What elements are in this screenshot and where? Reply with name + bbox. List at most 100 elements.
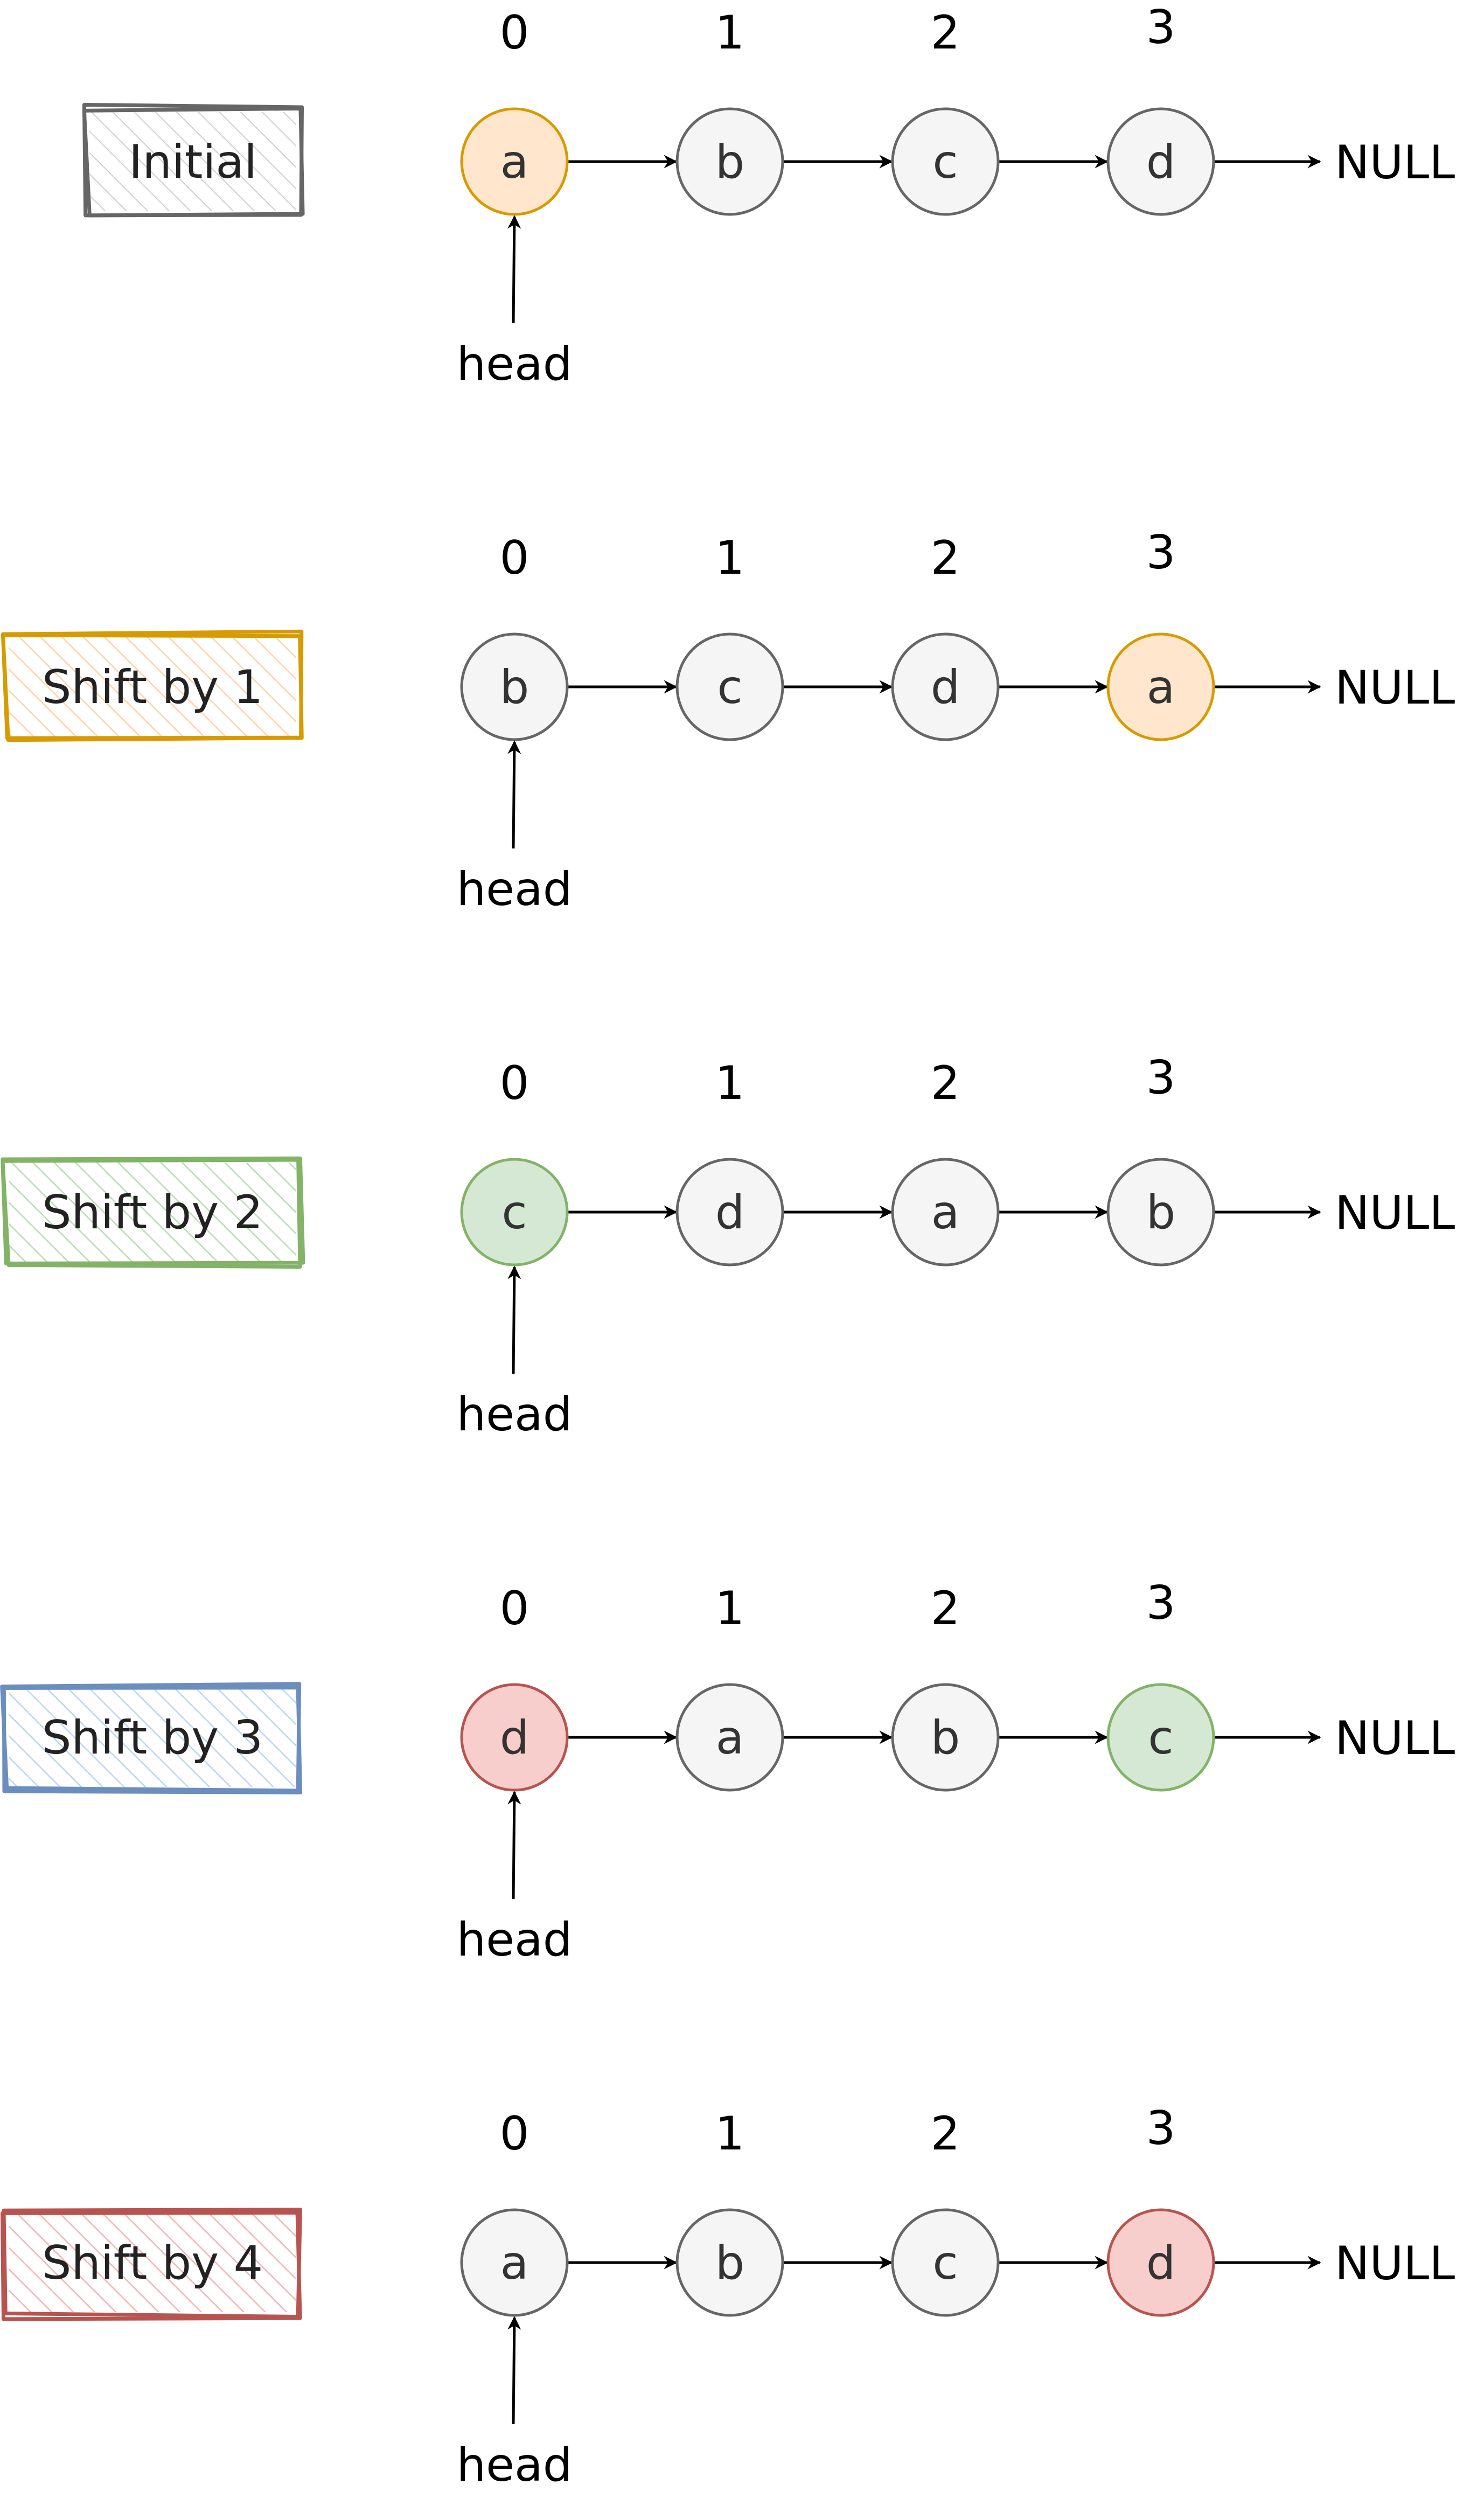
node-value: b: [500, 660, 529, 714]
index-label: 2: [931, 6, 960, 60]
node-value: d: [1146, 2236, 1176, 2290]
node-value: d: [715, 1186, 745, 1240]
node-circle: [891, 632, 1000, 741]
index-label: 3: [1146, 1, 1176, 54]
row-label-box: Initial: [82, 102, 305, 218]
node-circle: [675, 1158, 784, 1267]
node-value: c: [932, 135, 958, 189]
list-node: c: [460, 1158, 569, 1267]
list-node: c: [891, 107, 1000, 216]
node-value: a: [1147, 660, 1175, 714]
node-value: c: [932, 2236, 958, 2290]
index-label: 2: [931, 531, 960, 585]
node-circle: [675, 107, 784, 216]
row-label-box: Shift by 4: [0, 2208, 302, 2321]
row-label-box: Shift by 1: [1, 629, 304, 742]
node-value: a: [500, 135, 529, 189]
list-node: a: [460, 2208, 569, 2317]
row-label-box: Shift by 2: [1, 1156, 305, 1269]
node-value: c: [1148, 1711, 1173, 1765]
row-label: Shift by 3: [42, 1711, 263, 1765]
list-node: d: [460, 1683, 569, 1792]
node-circle: [460, 1683, 569, 1792]
node-circle: [891, 107, 1000, 216]
node-value: a: [716, 1711, 744, 1765]
list-node: d: [1106, 107, 1215, 216]
list-node: d: [1106, 2208, 1215, 2317]
index-label: 1: [715, 6, 745, 60]
list-node: a: [460, 107, 569, 216]
index-label: 0: [500, 2107, 529, 2161]
head-label: head: [457, 1388, 573, 1442]
head-pointer-arrow: [507, 740, 521, 849]
node-circle: [891, 1683, 1000, 1792]
node-value: b: [715, 135, 745, 189]
list-node: d: [891, 632, 1000, 741]
index-label: 3: [1146, 2102, 1176, 2155]
list-node: c: [675, 632, 784, 741]
node-circle: [891, 2208, 1000, 2317]
head-label: head: [457, 2438, 573, 2492]
node-circle: [675, 632, 784, 741]
list-node: b: [1106, 1158, 1215, 1267]
index-label: 0: [500, 1056, 529, 1110]
node-value: d: [931, 660, 960, 714]
list-node: a: [675, 1683, 784, 1792]
index-label: 0: [500, 1582, 529, 1636]
index-label: 3: [1146, 1576, 1176, 1630]
node-circle: [460, 632, 569, 741]
list-node: b: [675, 2208, 784, 2317]
index-label: 3: [1146, 1051, 1176, 1105]
node-circle: [675, 2208, 784, 2317]
null-label: NULL: [1335, 1711, 1455, 1765]
node-value: b: [931, 1711, 960, 1765]
head-pointer-arrow: [507, 1791, 521, 1899]
head-label: head: [457, 337, 573, 391]
row-label: Shift by 1: [42, 660, 263, 714]
head-label: head: [457, 1913, 573, 1967]
row-label-box: Shift by 3: [0, 1682, 303, 1794]
list-node: c: [891, 2208, 1000, 2317]
row-label: Shift by 4: [42, 2236, 263, 2290]
node-value: a: [500, 2236, 529, 2290]
node-circle: [1106, 1158, 1215, 1267]
head-pointer-arrow: [507, 1265, 521, 1374]
index-label: 2: [931, 2107, 960, 2161]
null-label: NULL: [1335, 136, 1455, 190]
node-circle: [891, 1158, 1000, 1267]
list-node: b: [675, 107, 784, 216]
list-node: a: [891, 1158, 1000, 1267]
list-node: b: [460, 632, 569, 741]
node-value: c: [501, 1186, 527, 1240]
node-circle: [460, 2208, 569, 2317]
node-value: d: [500, 1711, 529, 1765]
node-circle: [1106, 2208, 1215, 2317]
node-circle: [460, 1158, 569, 1267]
index-label: 1: [715, 1056, 745, 1110]
null-label: NULL: [1335, 2237, 1455, 2291]
row-label: Initial: [129, 135, 257, 189]
node-value: c: [717, 660, 742, 714]
index-label: 0: [500, 6, 529, 60]
row-label: Shift by 2: [42, 1186, 263, 1240]
node-circle: [1106, 107, 1215, 216]
node-value: d: [1146, 135, 1176, 189]
index-label: 2: [931, 1056, 960, 1110]
head-pointer-arrow: [507, 2316, 521, 2425]
node-value: b: [1146, 1186, 1176, 1240]
index-label: 2: [931, 1582, 960, 1636]
head-pointer-arrow: [507, 215, 521, 324]
index-label: 3: [1146, 526, 1176, 580]
head-label: head: [457, 862, 573, 916]
node-value: a: [931, 1186, 960, 1240]
node-value: b: [715, 2236, 745, 2290]
index-label: 0: [500, 531, 529, 585]
node-circle: [1106, 632, 1215, 741]
null-label: NULL: [1335, 1186, 1455, 1240]
